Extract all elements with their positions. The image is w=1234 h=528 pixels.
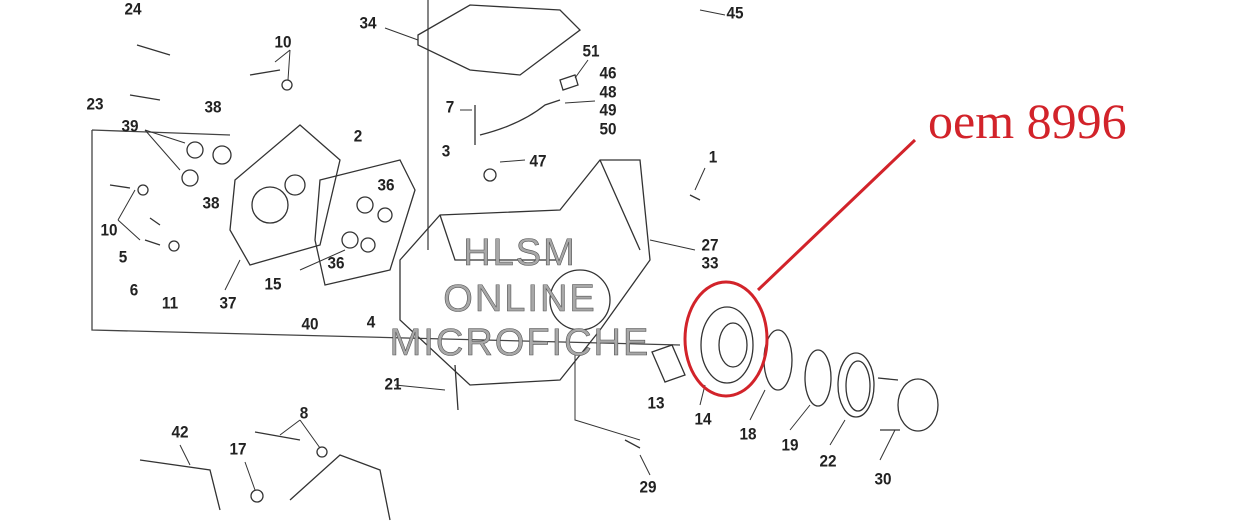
part-label: 18 [739, 424, 757, 444]
part-label: 40 [301, 314, 319, 334]
watermark-line-3: MICROFICHE [389, 322, 651, 365]
part-label: 49 [599, 100, 617, 120]
watermark-line-2: ONLINE [443, 278, 597, 321]
part-label: 51 [582, 41, 600, 61]
part-label: 38 [204, 97, 222, 117]
transmission-case [399, 159, 651, 386]
part-label: 10 [274, 32, 292, 52]
bushing-13 [651, 344, 686, 383]
seal-22 [837, 352, 875, 418]
part-label: 48 [599, 82, 617, 102]
part-label: 3 [441, 141, 451, 161]
side-cover-37 [229, 124, 341, 266]
part-label: 5 [118, 247, 128, 267]
part-label: 39 [121, 116, 139, 136]
bushing-30 [897, 378, 939, 432]
part-label: 22 [819, 451, 837, 471]
part-label: 50 [599, 119, 617, 139]
part-label: 23 [86, 94, 104, 114]
part-label: 24 [124, 0, 142, 19]
part-label: 29 [639, 477, 657, 497]
oem-annotation: oem 8996 [928, 93, 1127, 149]
part-label: 21 [384, 374, 402, 394]
highlight-circle [683, 280, 769, 398]
part-label: 34 [359, 13, 377, 33]
part-label: 47 [529, 151, 547, 171]
part-label: 36 [327, 253, 345, 273]
ring-19 [804, 349, 832, 407]
watermark-line-1: HLSM [463, 232, 577, 275]
part-label: 13 [647, 393, 665, 413]
part-label: 33 [701, 253, 719, 273]
part-label: 2 [353, 126, 363, 146]
part-label: 27 [701, 235, 719, 255]
part-label: 10 [100, 220, 118, 240]
part-label: 15 [264, 274, 282, 294]
part-label: 42 [171, 422, 189, 442]
highlight-leader-line [756, 138, 917, 292]
part-label: 7 [445, 97, 455, 117]
part-label: 36 [377, 175, 395, 195]
part-label: 45 [726, 3, 744, 23]
part-label: 17 [229, 439, 247, 459]
part-label: 11 [161, 293, 179, 313]
bearing-14 [700, 306, 754, 384]
gasket-34 [417, 4, 581, 76]
gasket-40 [314, 159, 416, 286]
part-label: 8 [299, 403, 309, 423]
part-label: 37 [219, 293, 237, 313]
part-label: 6 [129, 280, 139, 300]
part-label: 19 [781, 435, 799, 455]
part-label: 4 [366, 312, 376, 332]
part-label: 38 [202, 193, 220, 213]
part-label: 1 [708, 147, 718, 167]
part-label: 30 [874, 469, 892, 489]
part-label: 14 [694, 409, 712, 429]
part-label: 46 [599, 63, 617, 83]
